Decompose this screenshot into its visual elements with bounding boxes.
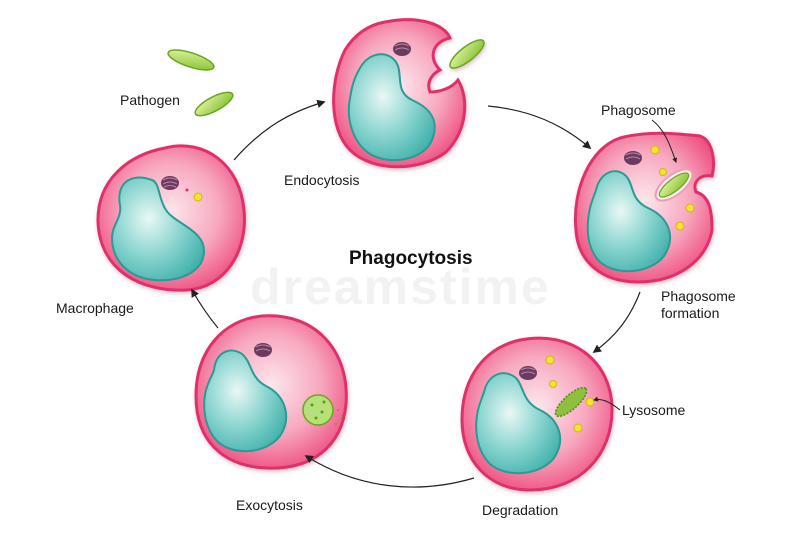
label-degradation: Degradation (482, 502, 559, 518)
engulfed-pathogen (449, 39, 485, 69)
endocytosis-nucleus (347, 53, 436, 162)
golgi-icon (393, 42, 411, 56)
cycle-arrows (191, 99, 641, 488)
pathogen-1 (167, 49, 215, 71)
golgi-icon (161, 176, 179, 190)
degradation-cell (460, 336, 614, 492)
lysosome-dot (193, 192, 203, 202)
label-phagosome-formation-line1: Phagosome (661, 288, 736, 304)
arrow-phagosome-to-degradation (592, 291, 641, 353)
golgi-icon (519, 366, 537, 380)
arrow-macrophage-to-endocytosis (233, 99, 326, 161)
diagram-title: Phagocytosis (349, 248, 473, 269)
phagosome-pathogen (658, 172, 690, 198)
macrophage-nucleus (110, 176, 206, 282)
label-macrophage: Macrophage (56, 300, 134, 316)
golgi-icon (254, 343, 272, 357)
label-endocytosis: Endocytosis (284, 172, 360, 188)
free-pathogens (167, 49, 234, 117)
phagosome-pointer (651, 119, 678, 163)
watermark: dreamstime (250, 259, 551, 315)
endocytosis-cell (332, 18, 485, 169)
degraded-pathogen (554, 386, 588, 418)
label-pathogen: Pathogen (120, 92, 180, 108)
arrow-exocytosis-to-macrophage (191, 288, 219, 329)
label-lysosome: Lysosome (622, 402, 686, 418)
golgi-icon (624, 151, 642, 165)
phagosome-formation-cell (573, 131, 715, 284)
exocytosis-nucleus (203, 349, 288, 453)
macrophage-cell (96, 144, 246, 292)
label-exocytosis: Exocytosis (236, 497, 303, 513)
arrow-degradation-to-exocytosis (304, 455, 475, 488)
label-phagosome-formation-line2: formation (661, 305, 720, 321)
exocytosis-cell (194, 314, 348, 470)
exocytosis-debris (302, 394, 334, 426)
pathogen-2 (194, 91, 234, 117)
arrow-endocytosis-to-phagosome (487, 105, 592, 150)
label-phagosome: Phagosome (601, 102, 676, 118)
degradation-nucleus (475, 372, 562, 475)
lysosome-pointer (593, 396, 621, 411)
phagosome-cell-nucleus (586, 170, 672, 273)
